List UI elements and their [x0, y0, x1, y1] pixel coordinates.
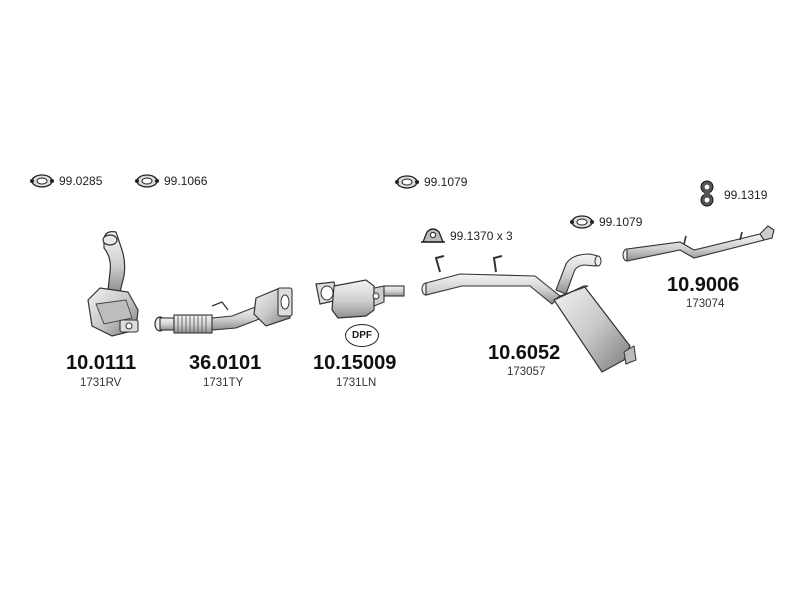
- gasket-icon: [30, 174, 54, 188]
- accessory-code: 99.1079: [599, 215, 643, 229]
- accessory-code: 99.1066: [164, 174, 208, 188]
- oem-code: 1731LN: [336, 377, 377, 389]
- catalytic-converter-drawing: [87, 231, 139, 337]
- part-number[interactable]: 10.9006: [667, 274, 740, 296]
- rubber-mount-icon: [700, 180, 714, 207]
- oem-code: 1731RV: [80, 377, 122, 389]
- accessory-code: 99.1370 x 3: [450, 229, 513, 243]
- part-number[interactable]: 10.6052: [488, 342, 561, 364]
- part-number[interactable]: 10.0111: [66, 352, 137, 374]
- accessory-code: 99.1079: [424, 175, 468, 189]
- oem-code: 173057: [507, 366, 546, 378]
- oem-code: 173074: [686, 298, 725, 310]
- gasket-icon: [395, 175, 419, 189]
- hanger-icon: [421, 228, 445, 243]
- middle-silencer-drawing: [421, 253, 637, 373]
- accessory-code: 99.0285: [59, 174, 103, 188]
- dpf-badge: DPF: [345, 324, 379, 347]
- oem-code: 1731TY: [203, 377, 244, 389]
- particulate-filter-drawing: [315, 279, 405, 319]
- front-pipe-drawing: [154, 287, 293, 334]
- gasket-icon: [135, 174, 159, 188]
- part-number[interactable]: 10.15009: [313, 352, 397, 374]
- accessory-code: 99.1319: [724, 188, 768, 202]
- gasket-icon: [570, 215, 594, 229]
- part-number[interactable]: 36.0101: [189, 352, 262, 374]
- tail-pipe-drawing: [622, 225, 775, 262]
